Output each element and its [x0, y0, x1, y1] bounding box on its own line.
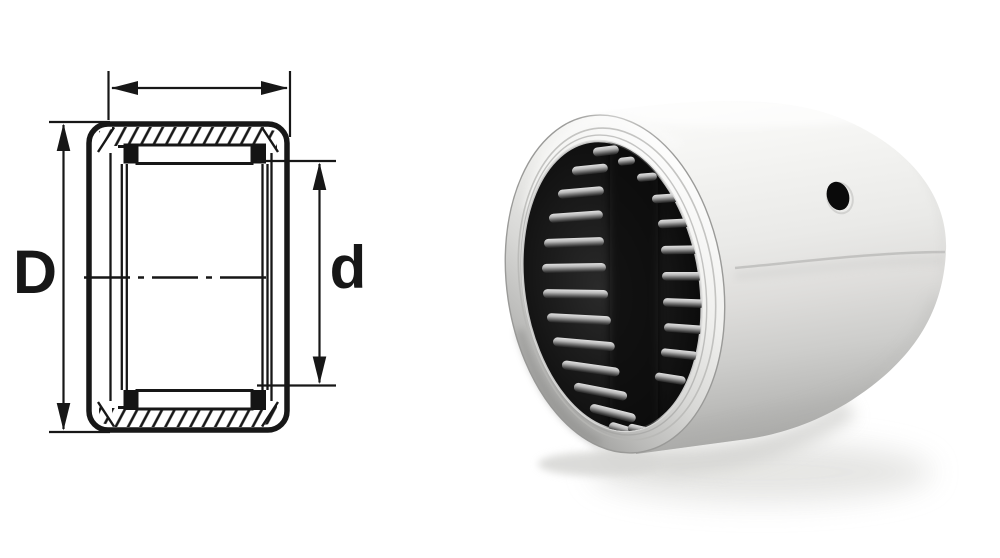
inner-diameter-label: d [330, 234, 367, 301]
cup-lips [96, 126, 280, 428]
oil-hole [826, 181, 854, 215]
bearing-photo [504, 100, 947, 502]
cross-section-diagram: D d [13, 71, 367, 434]
dimension-outer-diameter [49, 120, 110, 434]
rim-highlight [523, 113, 681, 211]
dimension-inner-diameter [257, 159, 336, 387]
needle-roller-section [123, 143, 266, 411]
drop-shadow [538, 398, 932, 502]
outer-diameter-label: D [13, 238, 57, 306]
needle-rollers [541, 140, 705, 440]
rim-shade [516, 329, 602, 447]
dimension-width [107, 71, 292, 137]
